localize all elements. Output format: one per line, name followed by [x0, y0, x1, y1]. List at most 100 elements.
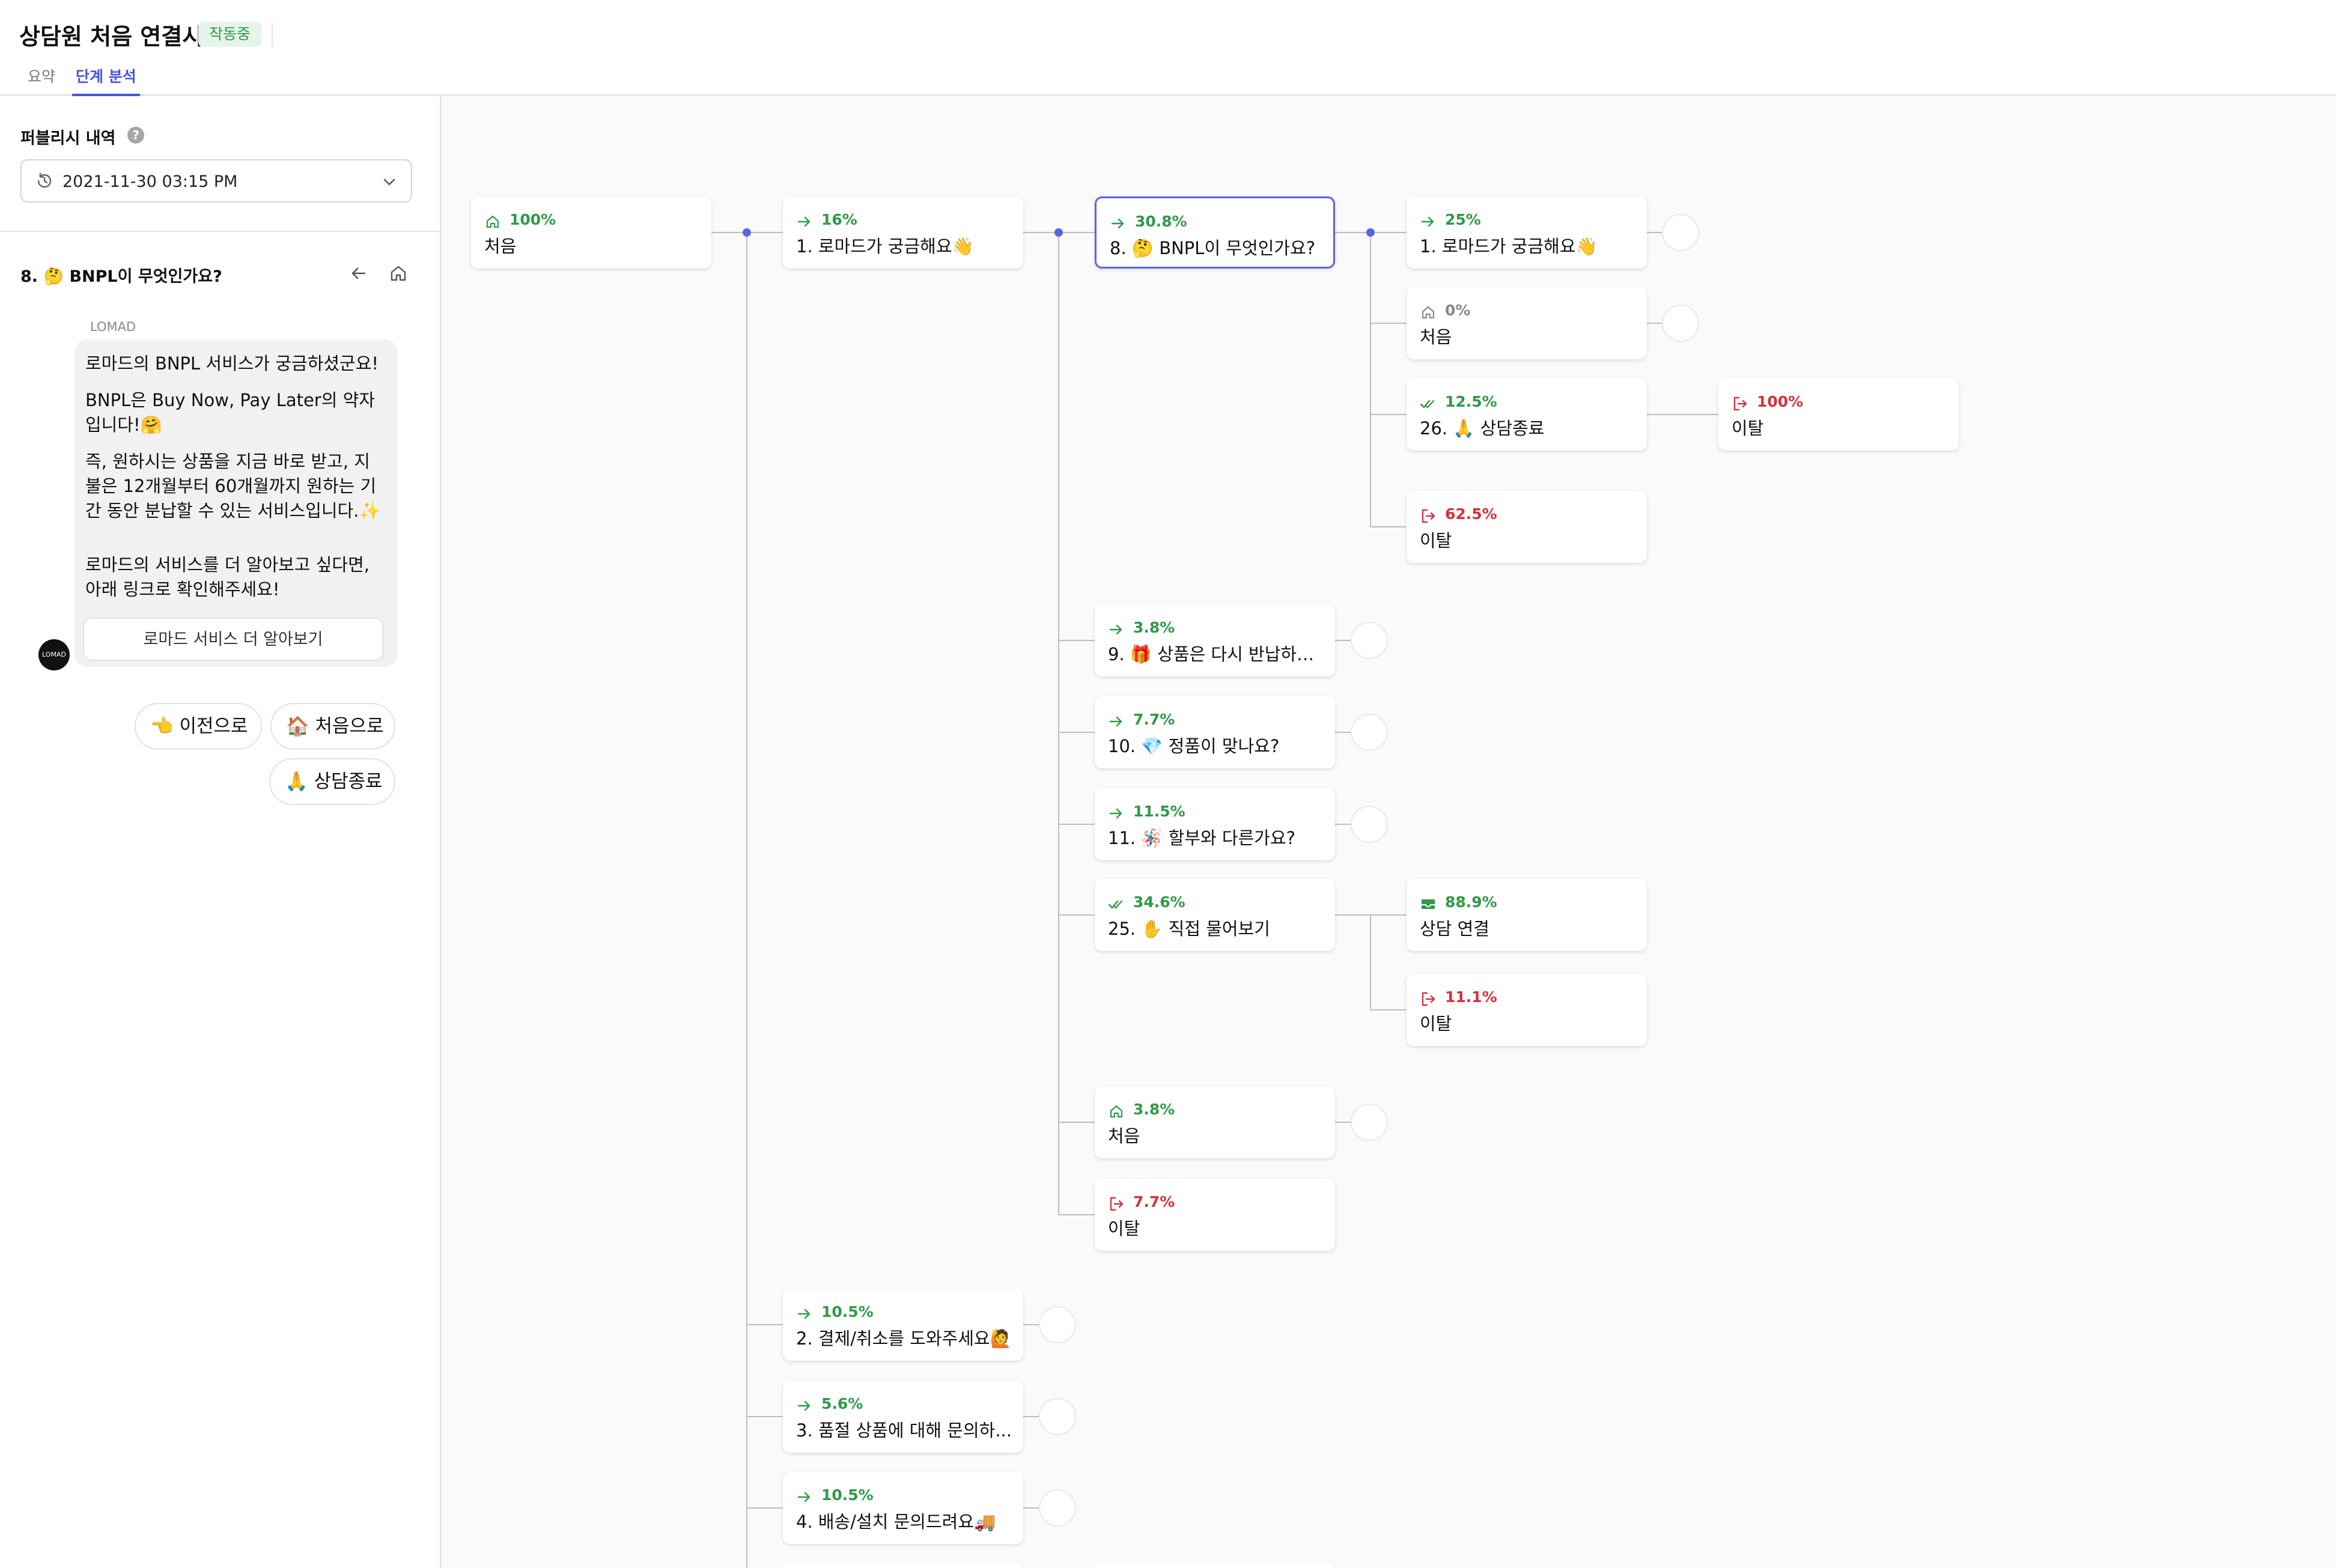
- flow-node-selected[interactable]: 30.8% 8. 🤔 BNPL이 무엇인가요?: [1095, 196, 1335, 269]
- arrow-right-icon: [797, 1400, 811, 1411]
- node-label: 8. 🤔 BNPL이 무엇인가요?: [1110, 238, 1316, 258]
- quick-reply-end-chat[interactable]: 🙏 상담종료: [269, 758, 395, 805]
- flow-connectors: [711, 228, 1718, 1568]
- flow-node-choice[interactable]: 5.6% 3. 품절 상품에 대해 문의하...: [783, 1381, 1023, 1453]
- node-label: 26. 🙏 상담종료: [1420, 418, 1545, 439]
- connector-dot: [1054, 228, 1063, 237]
- flow-node-choice[interactable]: 7.7% 10. 💎 정품이 맞나요?: [1095, 696, 1335, 768]
- node-percentage: 7.7%: [1133, 1193, 1175, 1211]
- arrow-right-icon: [797, 1308, 811, 1319]
- flow-node-start[interactable]: 100% 처음: [471, 196, 711, 269]
- flow-node-partial[interactable]: [783, 1563, 1023, 1568]
- flow-canvas[interactable]: 100% 처음 16% 1. 로마드가 궁금해요👋 30.8% 8. 🤔 BNP…: [442, 96, 2336, 1568]
- header-divider: [272, 23, 273, 47]
- left-panel: 퍼블리시 내역 ? 2021-11-30 03:15 PM 8. 🤔 BNPL이…: [0, 96, 442, 1568]
- agent-inbox-icon: [1422, 899, 1435, 909]
- flow-node-exit[interactable]: 100% 이탈: [1718, 378, 1959, 451]
- flow-node-partial[interactable]: [1095, 1563, 1335, 1568]
- arrow-right-icon: [1421, 216, 1434, 227]
- message-bubble: 로마드의 서비스를 더 알아보고 싶다면, 아래 링크로 확인해주세요! 로마드…: [75, 541, 398, 667]
- connector-dot: [743, 228, 751, 237]
- node-percentage: 12.5%: [1445, 393, 1497, 410]
- flow-node-choice[interactable]: 16% 1. 로마드가 궁금해요👋: [783, 196, 1023, 269]
- node-percentage: 30.8%: [1135, 213, 1187, 230]
- node-label: 처음: [1108, 1126, 1140, 1146]
- node-percentage: 5.6%: [821, 1395, 863, 1412]
- flow-node-home[interactable]: 3.8% 처음: [1095, 1086, 1335, 1158]
- home-icon: [1110, 1105, 1123, 1118]
- home-icon: [486, 215, 499, 228]
- arrow-right-icon: [797, 216, 811, 227]
- collapsed-branch-circle[interactable]: [1351, 622, 1388, 659]
- exit-icon: [1733, 397, 1747, 411]
- message-paragraph: 즉, 원하시는 상품을 지금 바로 받고, 지 불은 12개월부터 60개월까지…: [85, 451, 381, 521]
- arrow-right-icon: [797, 1492, 811, 1503]
- flow-node-choice[interactable]: 25% 1. 로마드가 궁금해요👋: [1407, 196, 1647, 269]
- node-label: 이탈: [1420, 1013, 1452, 1034]
- node-percentage: 10.5%: [821, 1303, 874, 1320]
- node-label: 9. 🎁 상품은 다시 반납하는 ...: [1108, 644, 1324, 664]
- node-label: 처음: [1420, 327, 1452, 347]
- help-icon[interactable]: ?: [127, 127, 144, 144]
- node-percentage: 34.6%: [1133, 893, 1185, 911]
- connector-dot: [1366, 228, 1375, 237]
- node-percentage: 62.5%: [1445, 505, 1497, 523]
- node-percentage: 16%: [821, 211, 857, 228]
- flow-node-exit[interactable]: 7.7% 이탈: [1095, 1179, 1335, 1251]
- flow-node-choice[interactable]: 10.5% 2. 결제/취소를 도와주세요🙋: [783, 1289, 1023, 1361]
- exit-icon: [1422, 992, 1435, 1006]
- collapsed-branch-circle[interactable]: [1039, 1398, 1076, 1435]
- flow-node-home[interactable]: 0% 처음: [1407, 287, 1647, 359]
- flow-node-direct-question[interactable]: 34.6% 25. ✋ 직접 물어보기: [1095, 879, 1335, 951]
- status-badge: 작동중: [198, 22, 262, 47]
- avatar: LOMAD: [38, 639, 70, 670]
- home-icon[interactable]: [388, 263, 409, 284]
- flow-node-exit[interactable]: 62.5% 이탈: [1407, 491, 1647, 563]
- quick-reply-prev[interactable]: 👈 이전으로: [135, 703, 262, 750]
- back-arrow-icon[interactable]: [348, 263, 369, 284]
- node-label: 이탈: [1732, 418, 1764, 439]
- node-label: 11. 🪅 할부와 다른가요?: [1108, 828, 1296, 848]
- collapsed-branch-circle[interactable]: [1039, 1489, 1076, 1527]
- quick-reply-home[interactable]: 🏠 처음으로: [270, 703, 395, 750]
- node-percentage: 3.8%: [1133, 1101, 1175, 1118]
- node-percentage: 7.7%: [1133, 711, 1175, 728]
- collapsed-branch-circle[interactable]: [1039, 1306, 1076, 1343]
- arrow-right-icon: [1111, 218, 1124, 229]
- publish-history-label: 퍼블리시 내역: [20, 129, 116, 148]
- flow-node-choice[interactable]: 3.8% 9. 🎁 상품은 다시 반납하는 ...: [1095, 604, 1335, 676]
- version-select[interactable]: 2021-11-30 03:15 PM: [20, 159, 412, 202]
- version-value: 2021-11-30 03:15 PM: [62, 172, 238, 191]
- arrow-right-icon: [1109, 716, 1122, 727]
- collapsed-branch-circle[interactable]: [1351, 806, 1388, 843]
- node-label: 1. 로마드가 궁금해요👋: [1420, 236, 1598, 257]
- sender-name: LOMAD: [90, 320, 136, 334]
- node-percentage: 100%: [1757, 393, 1804, 410]
- collapsed-branch-circle[interactable]: [1662, 214, 1699, 251]
- double-check-icon: [1108, 900, 1123, 909]
- arrow-right-icon: [1109, 808, 1122, 819]
- double-check-icon: [1420, 400, 1435, 409]
- tab-summary[interactable]: 요약: [28, 68, 56, 85]
- collapsed-branch-circle[interactable]: [1351, 714, 1388, 751]
- flow-node-agent[interactable]: 88.9% 상담 연결: [1407, 879, 1647, 951]
- exit-icon: [1422, 509, 1435, 523]
- node-label: 1. 로마드가 궁금해요👋: [796, 236, 974, 257]
- node-percentage: 11.1%: [1445, 988, 1497, 1006]
- step-title: 8. 🤔 BNPL이 무엇인가요?: [20, 267, 222, 286]
- message-paragraph: 로마드의 서비스를 더 알아보고 싶다면, 아래 링크로 확인해주세요!: [85, 555, 370, 600]
- node-label: 상담 연결: [1420, 919, 1489, 939]
- node-label: 10. 💎 정품이 맞나요?: [1108, 736, 1280, 756]
- node-label: 4. 배송/설치 문의드려요🚚: [796, 1512, 996, 1532]
- tab-step-analysis[interactable]: 단계 분석: [72, 65, 140, 96]
- flow-node-exit[interactable]: 11.1% 이탈: [1407, 974, 1647, 1046]
- chevron-down-icon: [383, 178, 395, 186]
- message-paragraph: BNPL은 Buy Now, Pay Later의 약자 입니다!🤗: [85, 390, 376, 435]
- home-icon: [1422, 306, 1435, 319]
- flow-node-choice[interactable]: 11.5% 11. 🪅 할부와 다른가요?: [1095, 788, 1335, 860]
- collapsed-branch-circle[interactable]: [1662, 305, 1699, 342]
- link-button[interactable]: 로마드 서비스 더 알아보기: [83, 618, 383, 661]
- flow-node-end-chat[interactable]: 12.5% 26. 🙏 상담종료: [1407, 378, 1647, 451]
- collapsed-branch-circle[interactable]: [1351, 1104, 1388, 1141]
- flow-node-choice[interactable]: 10.5% 4. 배송/설치 문의드려요🚚: [783, 1472, 1023, 1544]
